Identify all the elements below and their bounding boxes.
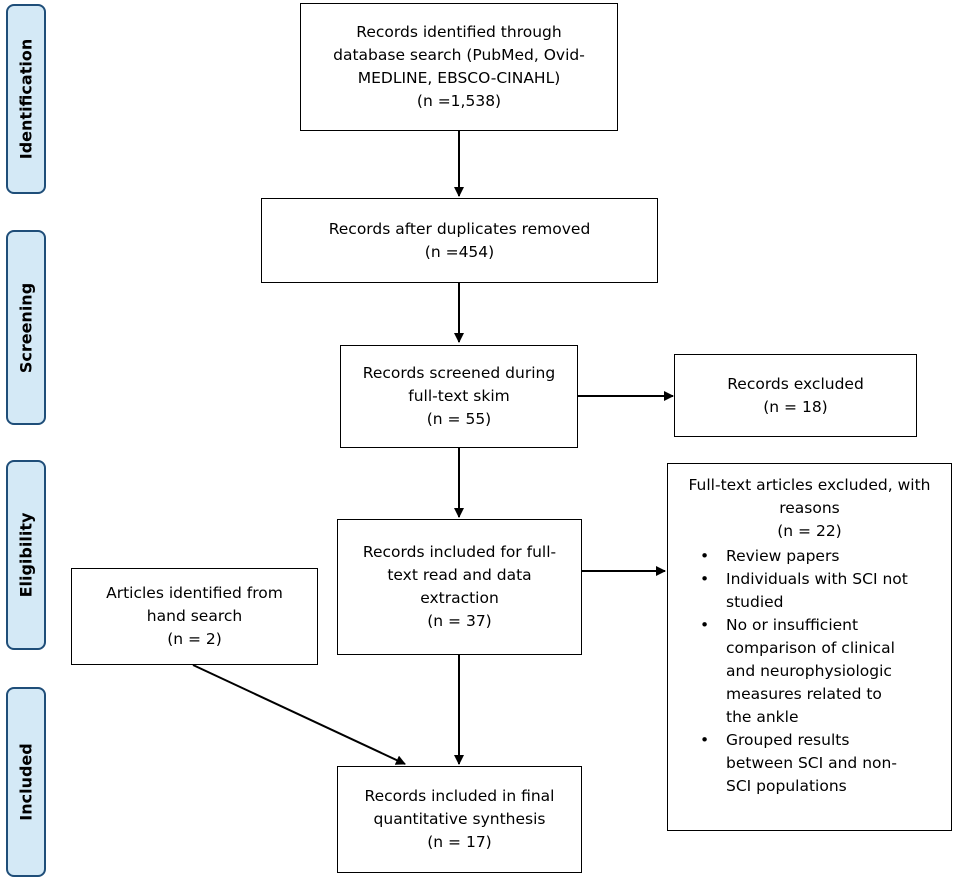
box-line: (n = 18) <box>763 397 828 416</box>
box-hand-search: Articles identified from hand search (n … <box>71 568 318 665</box>
box-line: Full-text articles excluded, with <box>688 476 931 494</box>
box-line: (n = 37) <box>427 612 492 630</box>
reason-line: SCI populations <box>726 777 847 795</box>
stage-screening: Screening <box>6 230 46 425</box>
bullet-icon: • <box>700 570 710 588</box>
box-line: (n = 22) <box>777 522 842 540</box>
box-records-excluded: Records excluded (n = 18) <box>674 354 917 437</box>
exclusion-reason-item: • No or insufficient comparison of clini… <box>676 614 943 729</box>
exclusion-reason-list: • Review papers • Individuals with SCI n… <box>676 545 943 798</box>
box-fulltext-read: Records included for full- text read and… <box>337 519 582 655</box>
box-line: Records included for full- <box>362 543 557 561</box>
bullet-icon: • <box>700 547 710 565</box>
bullet-icon: • <box>700 731 710 749</box>
reason-line: measures related to <box>726 685 882 703</box>
stage-included: Included <box>6 687 46 877</box>
exclusion-reason-item: • Review papers <box>676 545 943 568</box>
stage-identification: Identification <box>6 4 46 194</box>
box-line: reasons <box>779 499 840 517</box>
box-line: Articles identified from <box>106 584 283 602</box>
box-line: hand search <box>146 607 243 625</box>
box-duplicates-removed: Records after duplicates removed (n =454… <box>261 198 658 283</box>
arrow-handsearch-to-final <box>192 664 406 765</box>
box-line: Records screened during <box>362 364 556 382</box>
reason-line: comparison of clinical <box>726 639 895 657</box>
box-line: Records after duplicates removed <box>328 219 591 238</box>
reason-line: Individuals with SCI not <box>726 570 908 588</box>
reason-line: No or insufficient <box>726 616 859 634</box>
box-final-synthesis: Records included in final quantitative s… <box>337 766 582 873</box>
box-line: MEDLINE, EBSCO-CINAHL) <box>357 69 561 87</box>
stage-eligibility: Eligibility <box>6 460 46 650</box>
stage-eligibility-label: Eligibility <box>16 512 36 598</box>
box-line: (n = 2) <box>167 630 222 648</box>
exclusion-reason-item: • Individuals with SCI not studied <box>676 568 943 614</box>
box-line: quantitative synthesis <box>373 810 546 828</box>
box-records-identified: Records identified through database sear… <box>300 3 618 131</box>
box-line: Records included in final <box>364 787 555 805</box>
box-line: (n =454) <box>424 242 495 261</box>
box-line: database search (PubMed, Ovid- <box>333 46 585 64</box>
stage-screening-label: Screening <box>16 282 36 373</box>
box-fulltext-excluded-reasons: Full-text articles excluded, with reason… <box>667 463 952 831</box>
reason-line: and neurophysiologic <box>726 662 892 680</box>
box-line: extraction <box>420 589 499 607</box>
box-records-screened: Records screened during full-text skim (… <box>340 345 578 448</box>
box-line: Records excluded <box>727 374 864 393</box>
reason-line: the ankle <box>726 708 799 726</box>
box-line: Records identified through <box>356 23 562 41</box>
box-line: (n =1,538) <box>416 92 502 110</box>
reason-line: Grouped results <box>726 731 850 749</box>
box-line: (n = 17) <box>427 833 492 851</box>
bullet-icon: • <box>700 616 710 634</box>
reason-line: between SCI and non- <box>726 754 897 772</box>
reason-line: Review papers <box>726 547 840 565</box>
stage-included-label: Included <box>16 743 36 821</box>
box-line: (n = 55) <box>426 410 492 428</box>
box-line: text read and data <box>387 566 532 584</box>
box-line: full-text skim <box>408 387 510 405</box>
reason-line: studied <box>726 593 784 611</box>
stage-identification-label: Identification <box>16 38 36 160</box>
exclusion-reason-item: • Grouped results between SCI and non- S… <box>676 729 943 798</box>
